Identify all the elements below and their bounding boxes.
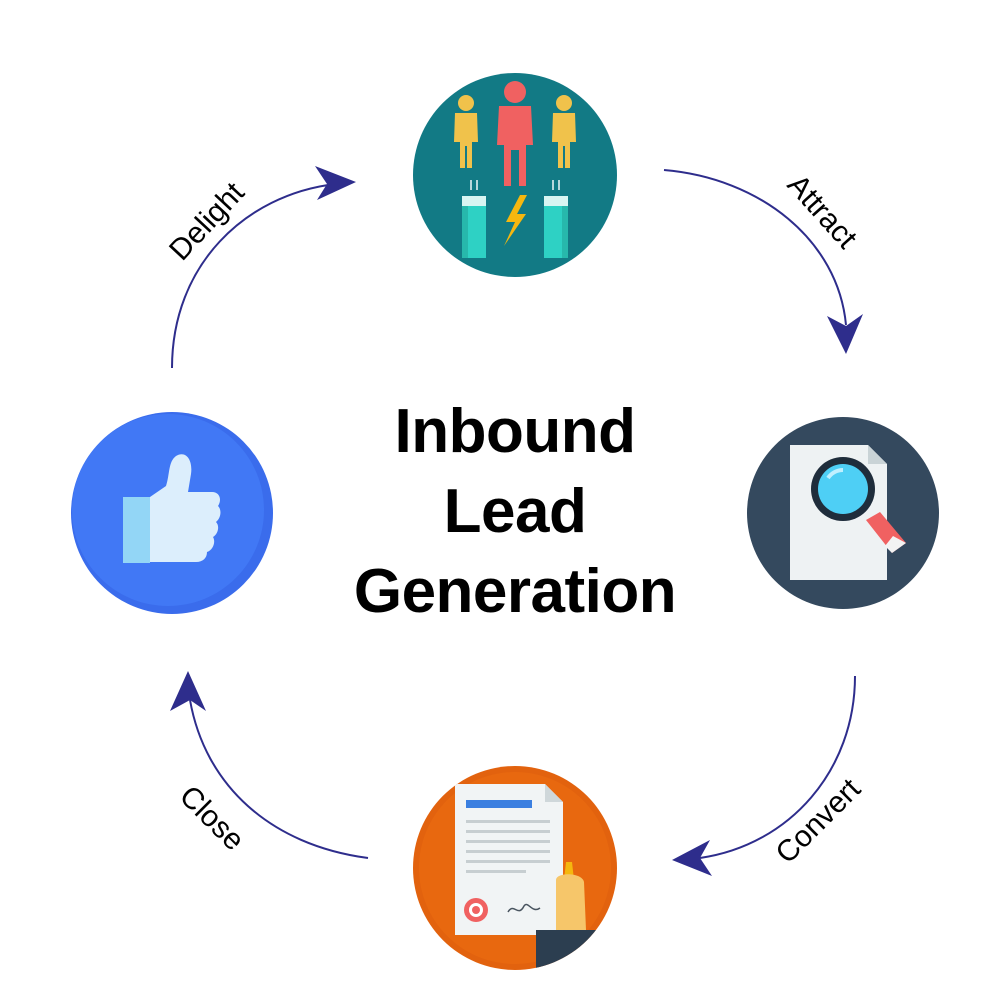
thumbs-up-icon <box>71 412 273 614</box>
person-left-icon <box>454 95 478 168</box>
arrowhead-delight-icon <box>315 166 356 200</box>
arrowhead-convert-icon <box>672 840 712 876</box>
person-main-icon <box>497 81 533 186</box>
document-search-icon <box>747 417 939 609</box>
cycle-arrows <box>171 169 856 859</box>
arrow-close <box>189 699 369 859</box>
arrow-heads <box>170 166 863 876</box>
lightning-icon <box>504 195 527 246</box>
title-line-2: Lead <box>443 477 587 546</box>
arrow-attract <box>663 169 847 326</box>
title-line-1: Inbound <box>394 397 636 466</box>
arrowhead-attract-icon <box>827 314 863 354</box>
person-right-icon <box>552 95 576 168</box>
hand-icon <box>556 874 586 932</box>
page-title: Inbound Lead Generation <box>300 392 730 632</box>
signed-contract-icon <box>413 766 617 970</box>
title-line-3: Generation <box>353 557 677 626</box>
label-attract: Attract <box>781 168 864 255</box>
arrow-convert <box>699 675 856 859</box>
arrowhead-close-icon <box>170 671 206 711</box>
label-close: Close <box>173 779 251 857</box>
arrow-delight <box>171 183 336 369</box>
label-delight: Delight <box>163 176 251 267</box>
magnet-people-icon <box>413 73 617 277</box>
